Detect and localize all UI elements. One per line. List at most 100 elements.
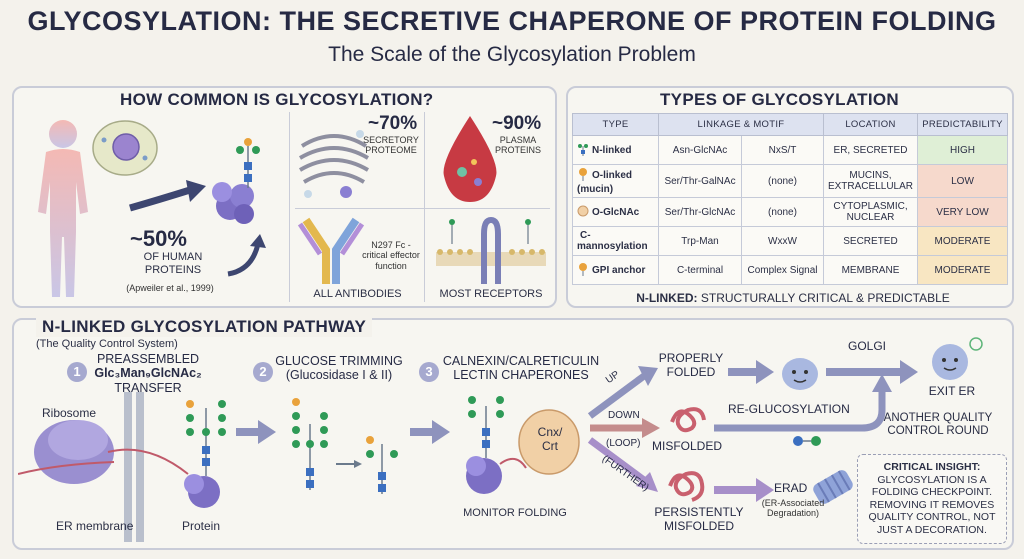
pct-secretory: ~70% [368,113,418,134]
golgi-icon [298,130,370,198]
location-cell: MUCINS, EXTRACELLULAR [822,164,919,198]
human-body-icon [38,120,88,297]
motif-cell: NxS/T [741,135,824,165]
step2-number: 2 [253,362,273,382]
type-text: GPI anchor [592,264,646,276]
step3-line1: CALNEXIN/CALRETICULIN [442,354,600,368]
col-location: LOCATION [822,113,919,136]
arrow-icon [129,180,206,212]
predictability-cell: VERY LOW [917,197,1008,227]
type-text: O-linked (mucin) [577,170,633,195]
col-predictability: PREDICTABILITY [917,113,1008,136]
motif-cell: Complex Signal [741,255,824,285]
table-header-row: TYPE LINKAGE & MOTIF LOCATION PREDICTABI… [572,113,1008,136]
pct-plasma: ~90% [492,113,542,134]
down-label: DOWN [608,410,640,421]
col-linkage: LINKAGE & MOTIF [658,113,824,136]
antibody-icon [297,217,365,284]
curved-arrow-icon [227,234,266,277]
chaperone-icon [466,396,580,494]
step1-label: PREASSEMBLED Glc₃Man₉GlcNAc₂ TRANSFER [88,352,208,395]
misfolded-protein-icon [670,407,706,433]
crt-text: Crt [542,439,558,454]
monitor-label: MONITOR FOLDING [463,507,567,519]
er-membrane-label: ER membrane [56,519,134,533]
step2-line1: GLUCOSE TRIMMING [275,354,403,368]
type-cell: O-linked (mucin) [572,164,659,198]
type-cell: O-GlcNAc [572,197,659,227]
location-cell: ER, SECRETED [822,135,919,165]
protein-label: Protein [182,519,221,533]
glycoprotein-icon [212,138,260,224]
types-footer-text: STRUCTURALLY CRITICAL & PREDICTABLE [700,291,950,305]
col-type: TYPE [572,113,659,136]
linkage-cell: Trp-Man [657,226,743,256]
erad-full-label: (ER-Associated Degradation) [761,498,825,519]
arrow-icon [236,420,276,444]
table-row: O-linked (mucin) Ser/Thr-GalNAc(none)MUCI… [572,164,1008,198]
step3-label: CALNEXIN/CALRETICULIN LECTIN CHAPERONES [440,354,602,383]
predictability-cell: MODERATE [917,255,1008,285]
divider [295,208,550,209]
location-cell: SECRETED [822,226,919,256]
predictability-cell: HIGH [917,135,1008,165]
loop-arrow [714,374,892,432]
cell-icon [92,120,158,176]
citation: (Apweiler et al., 1999) [126,283,214,293]
antibodies-label: ALL ANTIBODIES [313,288,402,300]
motif-cell: (none) [741,197,824,227]
plasma-label: PLASMA PROTEINS [494,135,541,156]
reglucosylation-label: RE-GLUCOSYLATION [728,402,850,416]
human-label: OF HUMAN PROTEINS [143,251,203,276]
blood-drop-icon [443,116,497,202]
linkage-cell: C-terminal [657,255,743,285]
common-header: HOW COMMON IS GLYCOSYLATION? [120,90,434,109]
type-text: N-linked [592,144,632,156]
location-cell: CYTOPLASMIC, NUCLEAR [822,197,919,227]
pathway-panel [12,318,1014,550]
insight-text: GLYCOSYLATION IS A FOLDING CHECKPOINT. R… [868,473,996,536]
pathway-header: N-LINKED GLYCOSYLATION PATHWAY [36,317,373,337]
motif-cell: WxxW [741,226,824,256]
loop-label: (LOOP) [606,438,641,449]
proteasome-icon [813,470,853,504]
step2-label: GLUCOSE TRIMMING (Glucosidase I & II) [272,354,406,383]
glycan-icon [577,142,589,159]
arrow-icon [728,360,774,384]
aggregate-protein-icon [668,471,705,502]
arrow-icon [826,360,918,384]
predictability-cell: LOW [917,164,1008,198]
motif-cell: (none) [741,164,824,198]
cnx-text: Cnx/ [537,425,563,439]
folded-protein-icon [782,358,818,390]
properly-folded-label: PROPERLY FOLDED [658,351,724,379]
pathway-subheader: (The Quality Control System) [36,338,178,350]
page-subtitle: The Scale of the Glycosylation Problem [328,43,696,66]
step3-number: 3 [419,362,439,382]
linkage-cell: Asn-GlcNAc [657,135,743,165]
page-title: GLYCOSYLATION: THE SECRETIVE CHAPERONE O… [27,6,997,36]
ribosome-er-icon [18,392,226,542]
type-cell: N-linked [572,135,659,165]
exit-protein-icon [932,337,983,380]
type-text: C-mannosylation [577,230,648,252]
pct-human: ~50% [130,226,187,251]
insight-title: CRITICAL INSIGHT: [883,461,981,473]
persistently-misfolded-label: PERSISTENTLY MISFOLDED [654,505,744,533]
step1-line3: TRANSFER [114,380,182,395]
golgi-label: GOLGI [848,339,887,353]
erad-label: ERAD [774,481,808,495]
glycan-icon [577,205,589,220]
antibody-note: N297 Fc - critical effector function [362,240,420,271]
misfolded-label: MISFOLDED [652,439,723,453]
types-table: TYPE LINKAGE & MOTIF LOCATION PREDICTABI… [572,113,1008,285]
divider [424,112,425,302]
receptors-label: MOST RECEPTORS [439,288,543,300]
predictability-cell: MODERATE [917,226,1008,256]
type-cell: C-mannosylation [572,226,659,256]
glycan-icon [577,262,589,279]
types-footer-bold: N-LINKED: [636,291,698,305]
linkage-cell: Ser/Thr-GalNAc [657,164,743,198]
